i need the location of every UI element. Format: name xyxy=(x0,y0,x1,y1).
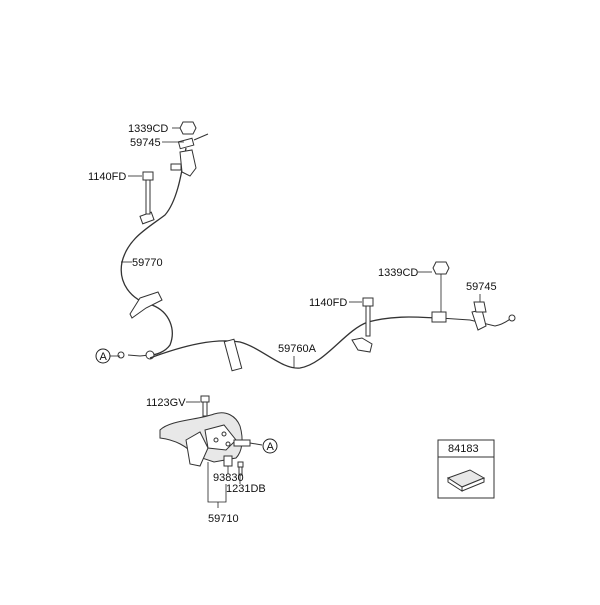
label-59770: 59770 xyxy=(132,257,163,269)
label-59745-right: 59745 xyxy=(466,281,497,293)
cable-connector xyxy=(233,439,251,447)
label-1123gv: 1123GV xyxy=(146,397,186,409)
label-59745-top: 59745 xyxy=(130,137,161,149)
cable-59760a xyxy=(149,309,516,372)
part-box-84183 xyxy=(437,439,495,499)
bolt-1140fd-mid xyxy=(362,297,374,337)
leader-line xyxy=(207,462,227,503)
label-1140fd-mid: 1140FD xyxy=(309,297,347,309)
clip-59745-right xyxy=(473,301,487,313)
switch-93830 xyxy=(223,455,233,467)
bolt-1140fd-left xyxy=(142,171,154,215)
label-1231db: 1231DB xyxy=(226,483,266,495)
cable-clip xyxy=(471,309,487,331)
upper-cable-bracket xyxy=(179,149,197,177)
label-1339cd-right: 1339CD xyxy=(378,267,418,279)
lower-cable-bracket xyxy=(129,291,163,319)
cable-bracket xyxy=(351,337,373,353)
cable-bracket xyxy=(223,338,243,372)
reference-circle-a xyxy=(262,438,278,454)
reference-a-left: A xyxy=(100,351,108,363)
cable-end-ball xyxy=(508,314,516,322)
label-59710: 59710 xyxy=(208,513,239,525)
label-59760a: 59760A xyxy=(278,343,317,355)
label-93830: 93830 xyxy=(213,472,244,484)
screw-1231db xyxy=(237,461,244,476)
cable-clip xyxy=(170,163,182,171)
lever-assembly-59710 xyxy=(159,412,263,467)
label-1339cd-top: 1339CD xyxy=(128,123,168,135)
cable-end-ball xyxy=(117,351,125,359)
cable-retainer xyxy=(431,311,447,323)
reference-a-right: A xyxy=(267,441,275,453)
label-1140fd-left: 1140FD xyxy=(88,171,126,183)
label-84183: 84183 xyxy=(448,443,479,455)
bolt-1123gv xyxy=(200,395,210,417)
nut-1339cd-right xyxy=(432,261,450,312)
nut-1339cd-top xyxy=(172,121,197,135)
cable-end-fitting xyxy=(177,137,195,150)
cable-59770 xyxy=(117,133,209,360)
